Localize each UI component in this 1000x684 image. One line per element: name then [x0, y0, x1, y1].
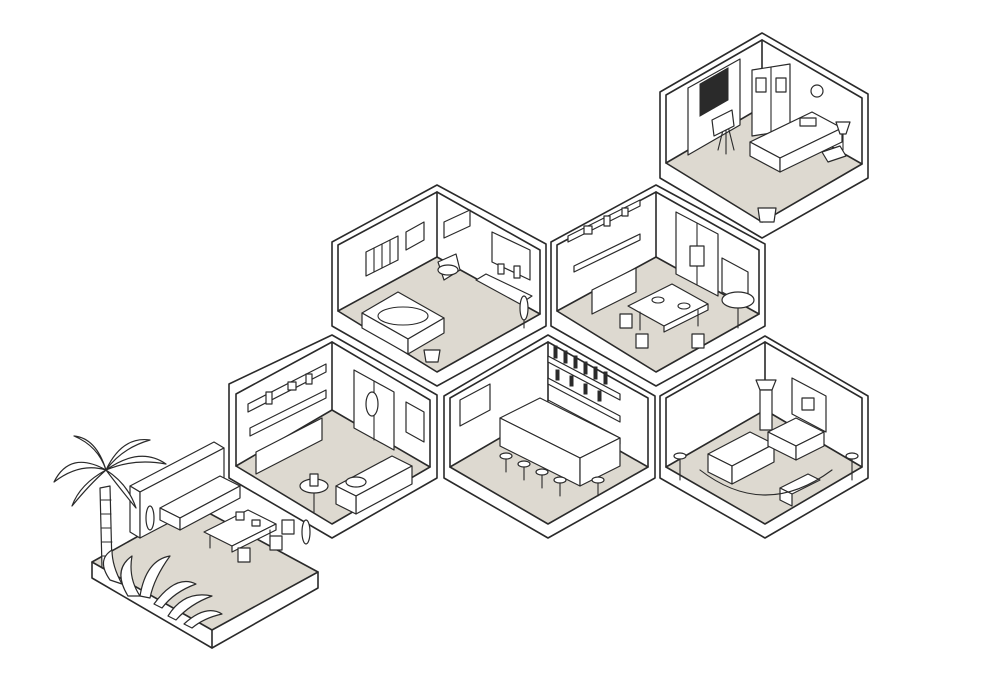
bathroom [331, 184, 547, 387]
bedroom [659, 32, 869, 239]
plant-icon [102, 549, 223, 629]
display-room [659, 335, 869, 539]
palm-tree-icon [53, 435, 167, 569]
patio [53, 435, 319, 649]
dining-room [550, 184, 766, 387]
bar [443, 334, 656, 539]
living-room [228, 334, 438, 539]
